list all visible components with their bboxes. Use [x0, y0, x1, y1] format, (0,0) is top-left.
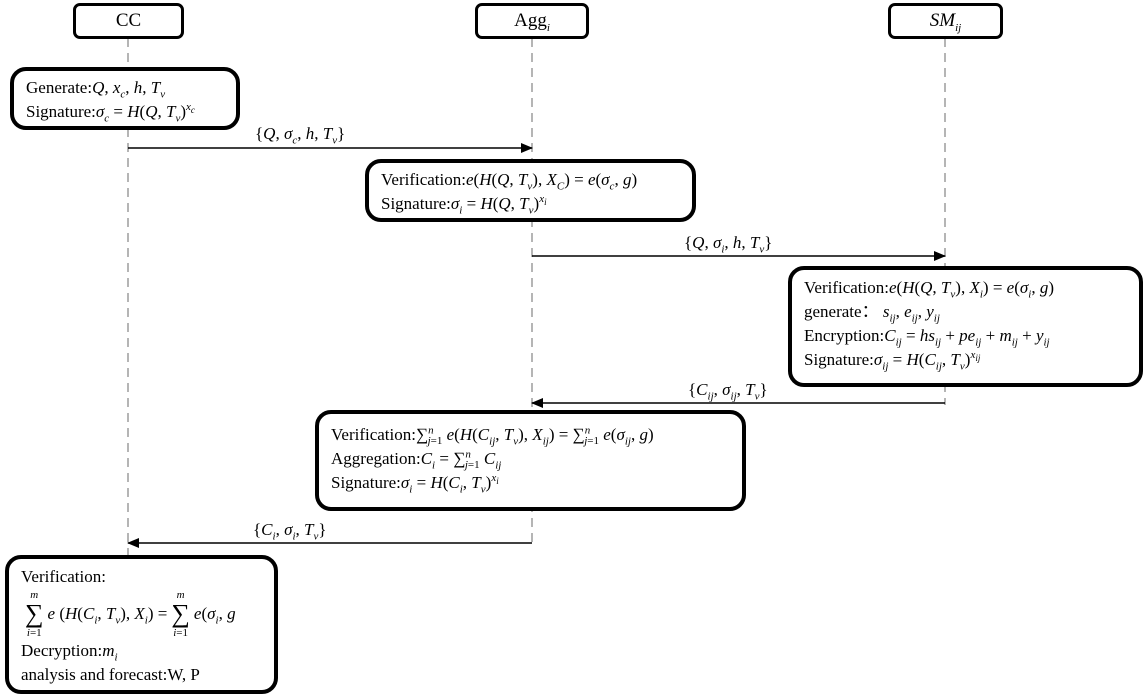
agg-verify-box: Verification:e(H(Q, Tv), XC) = e(σc, g) …	[365, 159, 696, 222]
cc-final-box: Verification: m∑i=1 e (H(Ci, Tv), Xi) = …	[5, 555, 278, 694]
message-sm-to-agg: {Cij, σij, Tv}	[688, 380, 768, 403]
verification-label: Verification:	[381, 170, 466, 189]
signature-label: Signature:	[804, 350, 874, 369]
sm-encryption-line: Encryption:Cij = hsij + peij + mij + yij	[804, 326, 1050, 349]
participant-agg-subscript: i	[546, 21, 550, 34]
analysis-label: analysis and forecast:	[21, 665, 168, 684]
agg-aggregate-box: Verification:∑nj=1 e(H(Cij, Tv), Xij) = …	[315, 410, 746, 511]
agg-verification-line: Verification:e(H(Q, Tv), XC) = e(σc, g)	[381, 170, 638, 193]
participant-sm: SMij	[888, 3, 1003, 39]
cc-analysis-line: analysis and forecast:W, P	[21, 663, 272, 687]
generate-label: generate：	[804, 302, 879, 321]
cc-verification-label-line: Verification:	[21, 565, 272, 589]
participant-sm-subscript: ij	[955, 21, 962, 34]
message-cc-to-agg: {Q, σc, h, Tv}	[255, 124, 346, 147]
agg-aggregation-line: Aggregation:Ci = ∑nj=1 Cij	[331, 448, 502, 472]
participant-cc-label: CC	[115, 10, 142, 31]
aggregation-label: Aggregation:	[331, 449, 421, 468]
cc-decryption-line: Decryption:mi	[21, 641, 118, 664]
participant-sm-label: SM	[929, 10, 956, 31]
agg-signature-line-2: Signature:σi = H(Ci, Tv)xi	[331, 472, 499, 496]
encryption-label: Encryption:	[804, 326, 885, 345]
participant-agg: Aggi	[475, 3, 589, 39]
signature-label: Signature:	[381, 194, 451, 213]
analysis-value: W, P	[167, 665, 200, 684]
cc-sum-verification: m∑i=1 e (H(Ci, Tv), Xi) = m∑i=1 e(σi, g	[25, 589, 236, 639]
sm-process-box: Verification:e(H(Q, Tv), Xi) = e(σi, g) …	[788, 266, 1143, 387]
generate-label: Generate:	[26, 78, 93, 97]
signature-label: Signature:	[331, 473, 401, 492]
message-agg-to-cc: {Ci, σi, Tv}	[253, 520, 327, 543]
cc-generate-box: Generate:Q, xc, h, Tv Signature:σc = H(Q…	[10, 67, 240, 130]
verification-label: Verification:	[804, 278, 889, 297]
cc-signature-line: Signature:σc = H(Q, Tv)xc	[26, 101, 195, 125]
agg-signature-line: Signature:σi = H(Q, Tv)xi	[381, 193, 547, 217]
signature-label: Signature:	[26, 102, 96, 121]
message-agg-to-sm: {Q, σi, h, Tv}	[684, 233, 773, 256]
participant-agg-label: Agg	[514, 10, 547, 31]
sm-verification-line: Verification:e(H(Q, Tv), Xi) = e(σi, g)	[804, 278, 1054, 301]
decryption-label: Decryption:	[21, 641, 103, 660]
sm-generate-line: generate： sij, eij, yij	[804, 302, 940, 325]
verification-label: Verification:	[331, 425, 416, 444]
agg-sum-verification-line: Verification:∑nj=1 e(H(Cij, Tv), Xij) = …	[331, 424, 654, 448]
verification-label: Verification:	[21, 567, 106, 586]
participant-cc: CC	[73, 3, 184, 39]
sm-signature-line: Signature:σij = H(Cij, Tv)xij	[804, 349, 981, 373]
cc-generate-line: Generate:Q, xc, h, Tv	[26, 78, 166, 101]
